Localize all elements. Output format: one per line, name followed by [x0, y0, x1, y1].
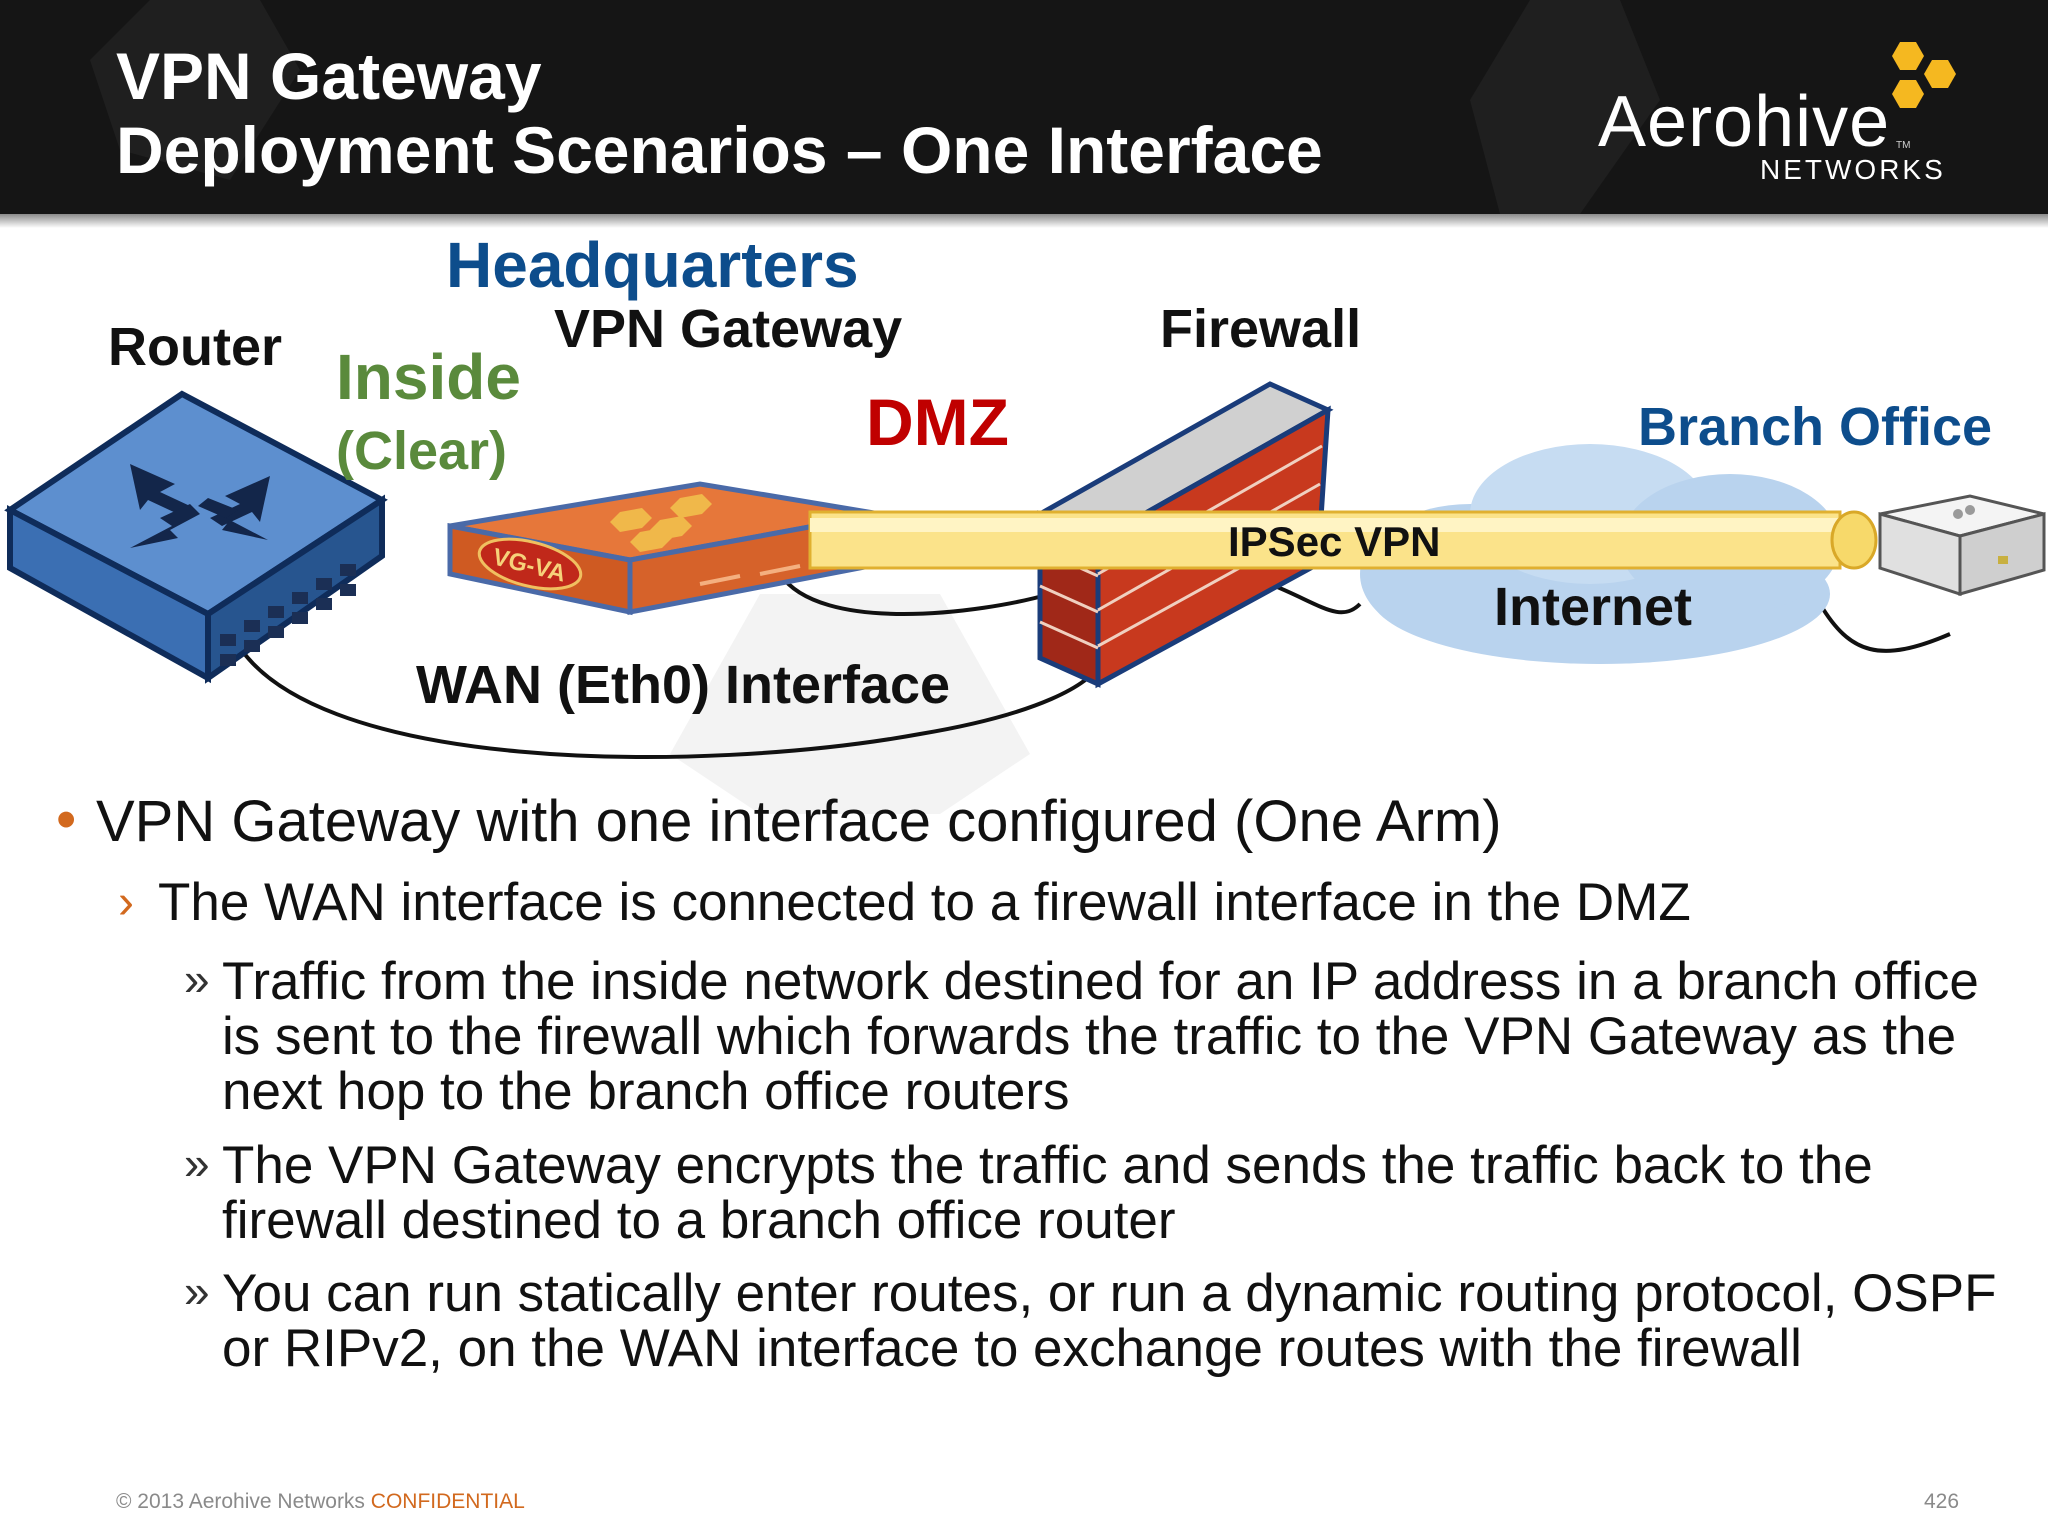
- network-diagram: [4, 381, 2046, 814]
- bullet-level-1-text: VPN Gateway with one interface configure…: [96, 789, 1502, 854]
- logo-trademark: TM: [1896, 140, 1911, 151]
- gateway-firewall-cable: [778, 572, 1051, 616]
- logo-wordmark: Aerohive: [1598, 82, 1891, 162]
- bullet-level-3-item: » The VPN Gateway encrypts the traffic a…: [184, 1136, 2002, 1250]
- firewall-label: Firewall: [1160, 299, 1362, 359]
- branch-office-label: Branch Office: [1638, 397, 1993, 457]
- bullet-level-2-text: The WAN interface is connected to a fire…: [158, 873, 1691, 932]
- ipsec-vpn-tunnel: [808, 510, 1878, 570]
- bullet-level-2: › The WAN interface is connected to a fi…: [118, 873, 2018, 932]
- double-chevron-icon: »: [184, 1265, 210, 1317]
- bullet-level-3-text: You can run statically enter routes, or …: [222, 1264, 1997, 1378]
- wan-interface-label: WAN (Eth0) Interface: [416, 655, 951, 715]
- wan-cable: [230, 633, 1102, 759]
- double-chevron-icon: »: [184, 953, 210, 1005]
- dmz-label: DMZ: [866, 385, 1009, 459]
- ipsec-vpn-label: IPSec VPN: [1228, 518, 1441, 565]
- branch-office-device-icon: [1878, 494, 2046, 597]
- router-label: Router: [108, 317, 282, 377]
- slide-title-line-1: VPN Gateway: [116, 39, 542, 113]
- headquarters-label: Headquarters: [446, 229, 859, 301]
- firewall-internet-cable: [1269, 582, 1362, 615]
- router-icon: [4, 390, 388, 684]
- copyright-text: © 2013 Aerohive Networks: [116, 1490, 365, 1513]
- bullet-level-3-text: The VPN Gateway encrypts the traffic and…: [222, 1136, 1873, 1250]
- page-number: 426: [1924, 1490, 1960, 1513]
- confidential-label: CONFIDENTIAL: [370, 1490, 525, 1513]
- bullet-level-3-item: » Traffic from the inside network destin…: [184, 952, 2002, 1121]
- bullet-level-3-item: » You can run statically enter routes, o…: [184, 1264, 2002, 1378]
- vpn-gateway-label: VPN Gateway: [554, 299, 903, 359]
- inside-label: Inside: [336, 341, 521, 413]
- internet-label: Internet: [1494, 577, 1693, 637]
- hexagon-cluster-icon: [1892, 42, 1956, 108]
- slide-title-line-2: Deployment Scenarios – One Interface: [116, 113, 1323, 187]
- bullet-level-1: • VPN Gateway with one interface configu…: [56, 788, 1996, 854]
- header-background-pattern: [90, 0, 1660, 214]
- slide-header: VPN Gateway Deployment Scenarios – One I…: [0, 0, 2048, 214]
- clear-label: (Clear): [336, 421, 508, 481]
- header-shadow: [0, 214, 2048, 228]
- bullet-level-3-text: Traffic from the inside network destined…: [222, 952, 1979, 1121]
- internet-branch-cable: [1818, 602, 1951, 653]
- background-hexagon: [670, 594, 1030, 814]
- bullet-dot-icon: •: [56, 787, 77, 852]
- logo-subtitle: NETWORKS: [1760, 154, 1946, 185]
- double-chevron-icon: »: [184, 1137, 210, 1189]
- chevron-right-icon: ›: [118, 876, 134, 929]
- footer-copyright: © 2013 Aerohive Networks CONFIDENTIAL: [116, 1490, 525, 1514]
